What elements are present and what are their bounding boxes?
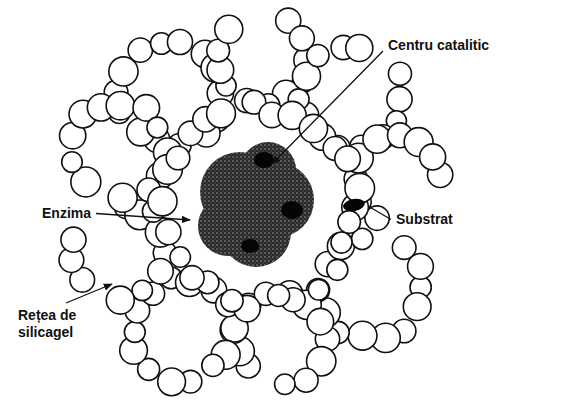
- silica-bead: [158, 368, 186, 396]
- callout-label: Enzima: [40, 204, 93, 223]
- silica-bead: [348, 321, 377, 350]
- leader-line: [96, 214, 190, 221]
- silica-bead: [61, 227, 86, 252]
- silica-bead: [147, 117, 168, 138]
- callout-label: Substrat: [394, 210, 455, 229]
- catalytic-site: [254, 152, 274, 168]
- leader-line: [272, 51, 383, 164]
- catalytic-site: [241, 239, 259, 253]
- silica-bead: [338, 211, 361, 234]
- silica-bead: [345, 173, 375, 203]
- substrate-molecule: [342, 197, 366, 213]
- silica-bead: [180, 266, 204, 290]
- silica-bead: [62, 152, 83, 173]
- silica-bead: [327, 259, 348, 280]
- silica-bead: [166, 146, 190, 170]
- silica-bead: [128, 38, 152, 62]
- silica-network-front: [142, 90, 374, 321]
- silica-bead: [202, 354, 224, 376]
- silica-bead: [268, 284, 290, 306]
- silica-bead: [106, 91, 134, 119]
- silica-bead: [387, 87, 412, 112]
- silica-bead: [363, 125, 391, 153]
- silica-bead: [331, 232, 352, 253]
- leader-line: [368, 206, 391, 220]
- silica-bead: [221, 290, 243, 312]
- silica-bead: [408, 254, 434, 280]
- silica-bead: [148, 259, 174, 285]
- silica-bead: [170, 247, 190, 267]
- catalytic-site: [281, 201, 303, 219]
- leader-line: [66, 284, 112, 303]
- silica-bead: [403, 293, 431, 321]
- silica-bead: [346, 34, 373, 61]
- enzyme-blob: [198, 142, 314, 267]
- silica-network-back: [59, 8, 453, 396]
- silica-bead: [308, 279, 329, 300]
- silica-bead: [299, 114, 327, 142]
- silica-bead: [156, 219, 181, 244]
- callout-label: Centru catalitic: [386, 36, 491, 55]
- enzyme-part: [240, 142, 296, 198]
- silica-bead: [275, 374, 295, 394]
- silica-bead: [207, 99, 236, 128]
- silica-bead: [148, 187, 177, 216]
- catalytic-center: [241, 152, 303, 253]
- silica-bead: [307, 44, 329, 66]
- silica-bead: [124, 322, 145, 343]
- silica-bead: [106, 286, 134, 314]
- silica-bead: [108, 183, 137, 212]
- silica-bead: [327, 233, 354, 260]
- silica-bead: [215, 15, 243, 43]
- silica-bead: [420, 144, 446, 170]
- callout-label: Rețea de silicagel: [16, 306, 100, 342]
- leader-lines: [66, 51, 391, 303]
- silica-bead: [167, 29, 192, 54]
- enzyme-part: [198, 196, 258, 256]
- silica-bead: [388, 62, 411, 85]
- silica-bead: [132, 280, 152, 300]
- silica-bead: [335, 146, 361, 172]
- silica-bead: [307, 308, 334, 335]
- silica-bead: [294, 368, 318, 392]
